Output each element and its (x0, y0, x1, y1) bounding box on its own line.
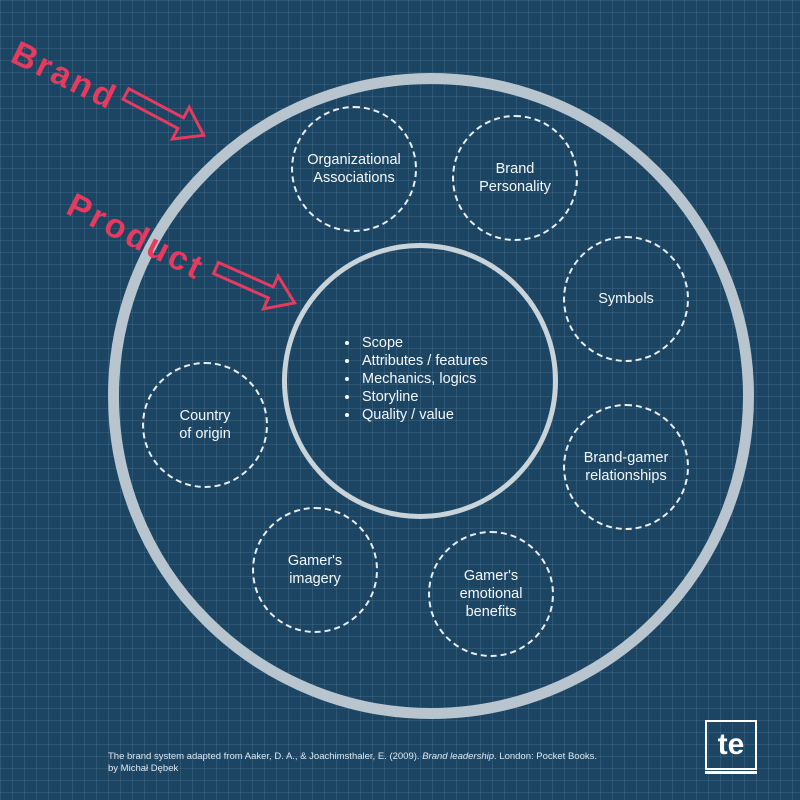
bubble-brand-gamer-relationships: Brand-gamer relationships (563, 404, 689, 530)
bubble-gamers-imagery: Gamer's imagery (252, 507, 378, 633)
te-logo: te (705, 720, 757, 770)
bubble-label: Brand Personality (479, 161, 551, 195)
bubble-organizational-associations: Organizational Associations (291, 106, 417, 232)
brand-label: Brand (5, 34, 124, 118)
bubble-country-of-origin: Country of origin (142, 362, 268, 488)
brand-ring (108, 73, 754, 719)
bubble-label: Brand-gamer relationships (583, 450, 669, 484)
bubble-label: Gamer's emotional benefits (459, 568, 523, 620)
brand-arrow-icon (121, 86, 207, 141)
book-title: Brand leadership (422, 751, 495, 762)
product-ring (282, 243, 558, 519)
list-item: Storyline (360, 388, 488, 406)
bubble-gamers-emotional-benefits: Gamer's emotional benefits (428, 531, 554, 657)
list-item: Quality / value (360, 406, 488, 424)
bubble-label: Organizational Associations (307, 152, 401, 186)
bubble-label: Country of origin (179, 408, 231, 442)
list-item: Attributes / features (360, 352, 488, 370)
product-arrow-icon (211, 260, 297, 311)
bubble-label: Gamer's imagery (287, 553, 343, 587)
product-attributes-list: Scope Attributes / features Mechanics, l… (340, 334, 488, 424)
caption-line-1: The brand system adapted from Aaker, D. … (108, 751, 597, 762)
list-item: Scope (360, 334, 488, 352)
caption-author: by Michał Dębek (108, 763, 179, 774)
bubble-label: Symbols (598, 291, 654, 307)
logo-underline (705, 771, 757, 774)
bubble-symbols: Symbols (563, 236, 689, 362)
bubble-brand-personality: Brand Personality (452, 115, 578, 241)
source-caption: The brand system adapted from Aaker, D. … (108, 751, 597, 775)
list-item: Mechanics, logics (360, 370, 488, 388)
